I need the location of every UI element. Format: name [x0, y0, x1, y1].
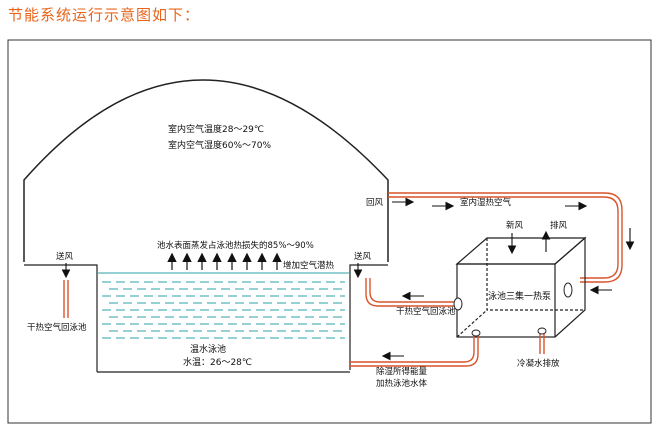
return-air-label: 回风: [366, 198, 384, 208]
pool-water: [102, 281, 345, 339]
condensate-pipe: [539, 332, 545, 354]
pool-heating-pipe: [350, 334, 479, 367]
heat-pump-label: 泳池三集一热泵: [488, 290, 551, 302]
left-duct: [63, 280, 69, 318]
page-title: 节能系统运行示意图如下：: [8, 6, 201, 24]
dry-air-outlet-nozzle: [453, 297, 463, 311]
condensate-nozzle: [537, 327, 547, 335]
return-air-duct: [388, 192, 623, 283]
duct-inlet-nozzle: [563, 282, 573, 298]
indoor-humidity-label: 室内空气湿度60%～70%: [168, 139, 271, 151]
fresh-air-label: 新风: [506, 220, 524, 231]
pool-pipe-nozzle: [471, 329, 481, 337]
dry-hot-air-right-label: 干热空气回泳池: [396, 306, 456, 317]
condensate-label: 冷凝水排放: [517, 358, 560, 369]
dehumid-energy-label-2: 加热泳池水体: [376, 378, 428, 389]
ground-left: [24, 264, 98, 372]
pool-name-label: 温水泳池: [190, 343, 226, 355]
supply-air-right-label: 送风: [354, 251, 372, 262]
water-temp-label: 水温：26～28℃: [183, 356, 252, 368]
ground-right: [349, 264, 388, 370]
dry-air-return-duct: [365, 278, 455, 307]
dry-hot-air-left-label: 干热空气回泳池: [27, 322, 87, 333]
building-dome: [23, 79, 389, 262]
dehumid-energy-label-1: 除湿所得能量: [376, 366, 428, 377]
indoor-temp-label: 室内空气温度28～29℃: [168, 123, 264, 135]
indoor-humid-air-label: 室内湿热空气: [460, 197, 512, 208]
evaporation-label: 池水表面蒸发占泳池热损失的85%～90%: [157, 240, 314, 251]
latent-heat-label: 增加空气潜热: [283, 260, 335, 271]
supply-air-left-label: 送风: [56, 251, 74, 262]
evaporation-arrows: [167, 252, 282, 270]
exhaust-air-label: 排风: [550, 220, 568, 231]
diagram-frame: [7, 39, 652, 424]
